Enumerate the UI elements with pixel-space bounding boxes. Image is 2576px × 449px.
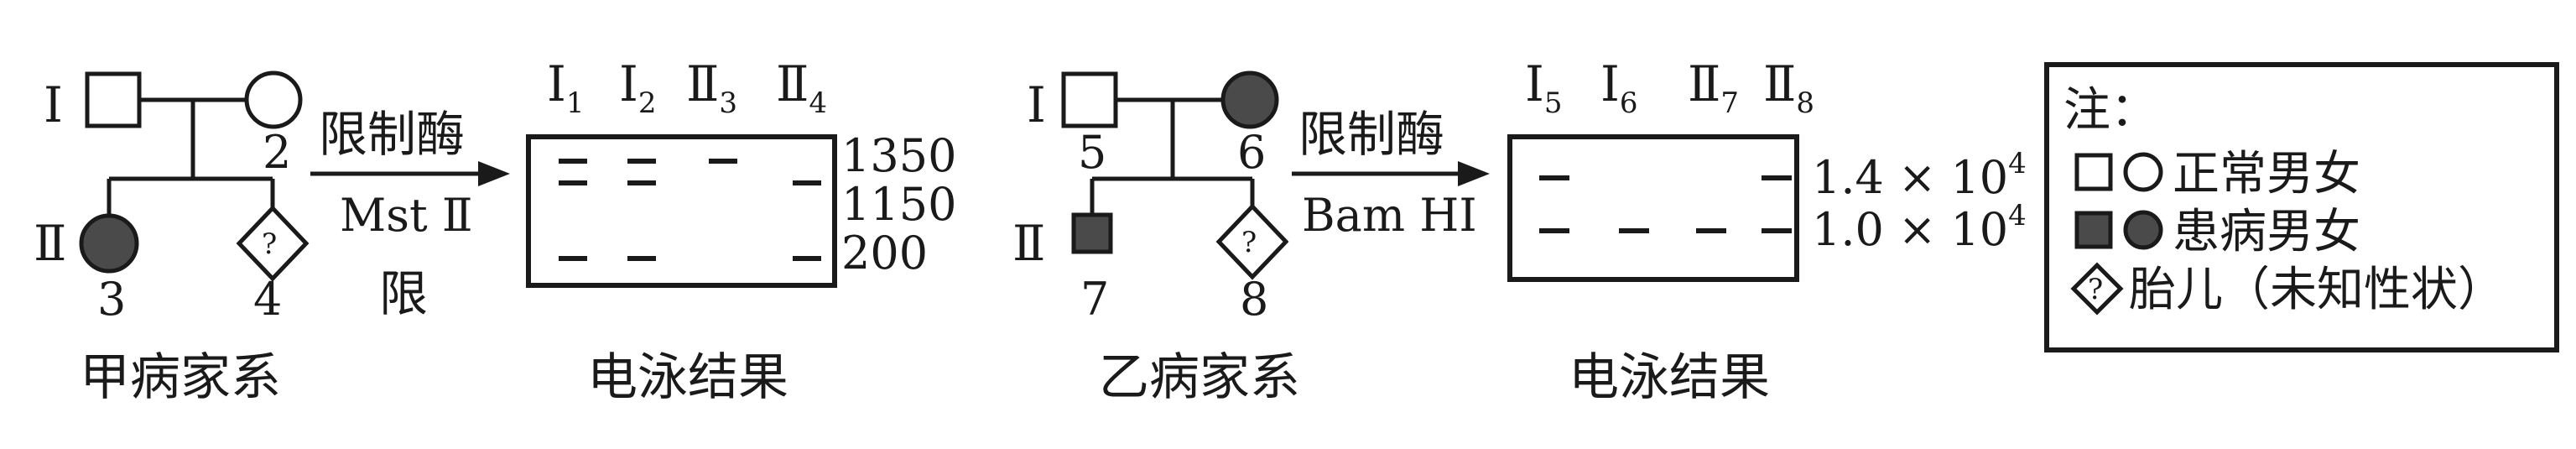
family-a-caption: 甲病家系 <box>80 348 281 407</box>
family-b-pedigree: Ⅰ 5 6 Ⅱ 7 ? 8 乙病家系 <box>1012 70 1300 407</box>
gel-b-caption: 电泳结果 <box>1569 348 1770 407</box>
arrow-a-enzyme-name: Mst Ⅱ <box>340 189 473 242</box>
gel-a: Ⅰ1 Ⅰ2 Ⅱ3 Ⅱ4 1350 1150 200 电泳结果 <box>526 55 956 407</box>
family-a-fetus-question-mark: ? <box>262 227 277 261</box>
legend-title: 注： <box>2063 83 2157 138</box>
gel-b-bands <box>1539 175 1792 233</box>
gel-b-lane-headers: Ⅰ5 Ⅰ6 Ⅱ7 Ⅱ8 <box>1525 55 1814 120</box>
legend-affected-label: 患病男女 <box>2173 205 2360 259</box>
family-a-ind2-female <box>244 70 303 129</box>
arrow-b-head <box>1458 161 1490 186</box>
family-b-ind8-fetus-diamond <box>1215 203 1289 280</box>
gel-a-lane-headers: Ⅰ1 Ⅰ2 Ⅱ3 Ⅱ4 <box>547 55 827 120</box>
gel-b-lane-5-header: Ⅰ5 <box>1525 55 1563 120</box>
gel-a-lane-4-header: Ⅱ4 <box>776 55 827 120</box>
family-b-ind5-number: 5 <box>1078 126 1106 179</box>
gel-a-caption: 电泳结果 <box>587 348 788 407</box>
family-b-ind6-number: 6 <box>1237 126 1266 179</box>
legend-fetus-question-mark: ? <box>2088 273 2103 306</box>
family-a-ind4-number: 4 <box>253 273 282 326</box>
legend-normal-female-circle <box>2123 152 2163 192</box>
legend-normal-male-square <box>2074 153 2113 191</box>
arrow-a-enzyme-label: 限制酶 <box>319 106 465 163</box>
legend-frame <box>2044 62 2559 352</box>
gel-b-size-upper: 1.4 × 104 <box>1812 147 2027 204</box>
arrow-a: 限制酶 Mst Ⅱ 限 <box>310 106 510 322</box>
gel-b-lane-6-header: Ⅰ6 <box>1600 55 1638 120</box>
family-b-caption: 乙病家系 <box>1099 348 1300 407</box>
family-a-ind1-male <box>85 71 142 128</box>
gel-a-lane-1-header: Ⅰ1 <box>547 55 585 120</box>
legend-fetus-diamond <box>2070 262 2124 316</box>
family-b-ind7-affected-male <box>1071 212 1113 254</box>
family-a-ind3-number: 3 <box>97 273 126 326</box>
family-a-pedigree: Ⅰ 2 Ⅱ 3 ? 4 甲病家系 <box>34 70 310 407</box>
arrow-a-head <box>478 161 510 186</box>
gel-b-frame <box>1507 134 1799 282</box>
family-a-ind2-number: 2 <box>263 126 291 179</box>
family-b-ind5-male <box>1061 71 1118 128</box>
gel-a-size-1150: 1150 <box>841 178 956 231</box>
arrow-b: 限制酶 Bam HI <box>1292 106 1490 242</box>
legend: 注： 正常男女 患病男女 ? 胎儿（未知性状） <box>2044 62 2559 352</box>
gel-a-lane-2-header: Ⅰ2 <box>619 55 657 120</box>
legend-affected-male-square <box>2074 211 2113 249</box>
gel-a-size-1350: 1350 <box>841 129 956 182</box>
family-a-ind3-affected-female <box>79 213 139 274</box>
family-a-gen1-label: Ⅰ <box>44 76 63 133</box>
gel-a-frame <box>526 134 837 288</box>
family-b-ind8-number: 8 <box>1240 273 1268 326</box>
family-b-ind7-number: 7 <box>1080 273 1109 326</box>
family-b-fetus-question-mark: ? <box>1241 226 1257 259</box>
family-a-gen2-label: Ⅱ <box>34 215 66 272</box>
family-b-gen2-label: Ⅱ <box>1012 215 1045 272</box>
legend-normal-label: 正常男女 <box>2173 147 2360 201</box>
gel-b-size-lower: 1.0 × 104 <box>1812 199 2027 256</box>
legend-fetus-label: 胎儿（未知性状） <box>2129 263 2505 317</box>
gel-b: Ⅰ5 Ⅰ6 Ⅱ7 Ⅱ8 1.4 × 104 1.0 × 104 电泳结果 <box>1507 55 2027 407</box>
gel-b-lane-8-header: Ⅱ8 <box>1763 55 1814 120</box>
arrow-b-enzyme-name: Bam HI <box>1302 189 1477 242</box>
family-b-ind6-affected-female <box>1220 70 1279 129</box>
gel-a-lane-3-header: Ⅱ3 <box>686 55 737 120</box>
gel-b-lane-7-header: Ⅱ7 <box>1688 55 1739 120</box>
legend-affected-female-circle <box>2123 210 2163 250</box>
family-b-gen1-label: Ⅰ <box>1027 76 1046 133</box>
family-a-ind4-fetus-diamond <box>236 205 310 282</box>
arrow-a-extra-label: 限 <box>379 265 428 322</box>
gel-a-bands <box>559 159 821 261</box>
arrow-b-enzyme-label: 限制酶 <box>1298 106 1444 163</box>
gel-a-size-200: 200 <box>841 227 928 279</box>
